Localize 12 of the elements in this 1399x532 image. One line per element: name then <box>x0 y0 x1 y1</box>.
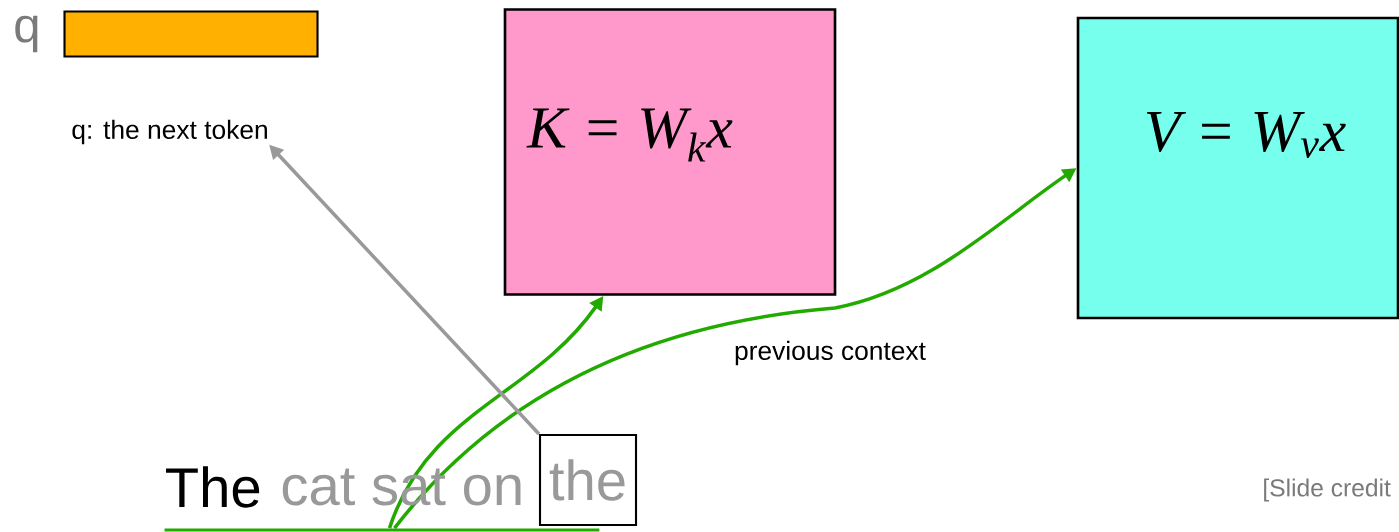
caption-text: previous context <box>735 340 926 366</box>
credit-text: [Slide credit <box>1264 478 1391 502</box>
matrix-box <box>1076 16 1399 320</box>
query-bar <box>63 10 319 58</box>
formula-text: K = W$_{k}$x <box>526 108 733 162</box>
matrix-box <box>503 8 837 296</box>
text-label: q: the next token <box>72 119 267 145</box>
token-box: the <box>538 433 638 527</box>
word-text: The <box>166 466 260 508</box>
formula-text: V = W$_{v}$x <box>1146 111 1346 159</box>
text-label: q <box>15 15 38 53</box>
underline-bar <box>164 528 600 532</box>
